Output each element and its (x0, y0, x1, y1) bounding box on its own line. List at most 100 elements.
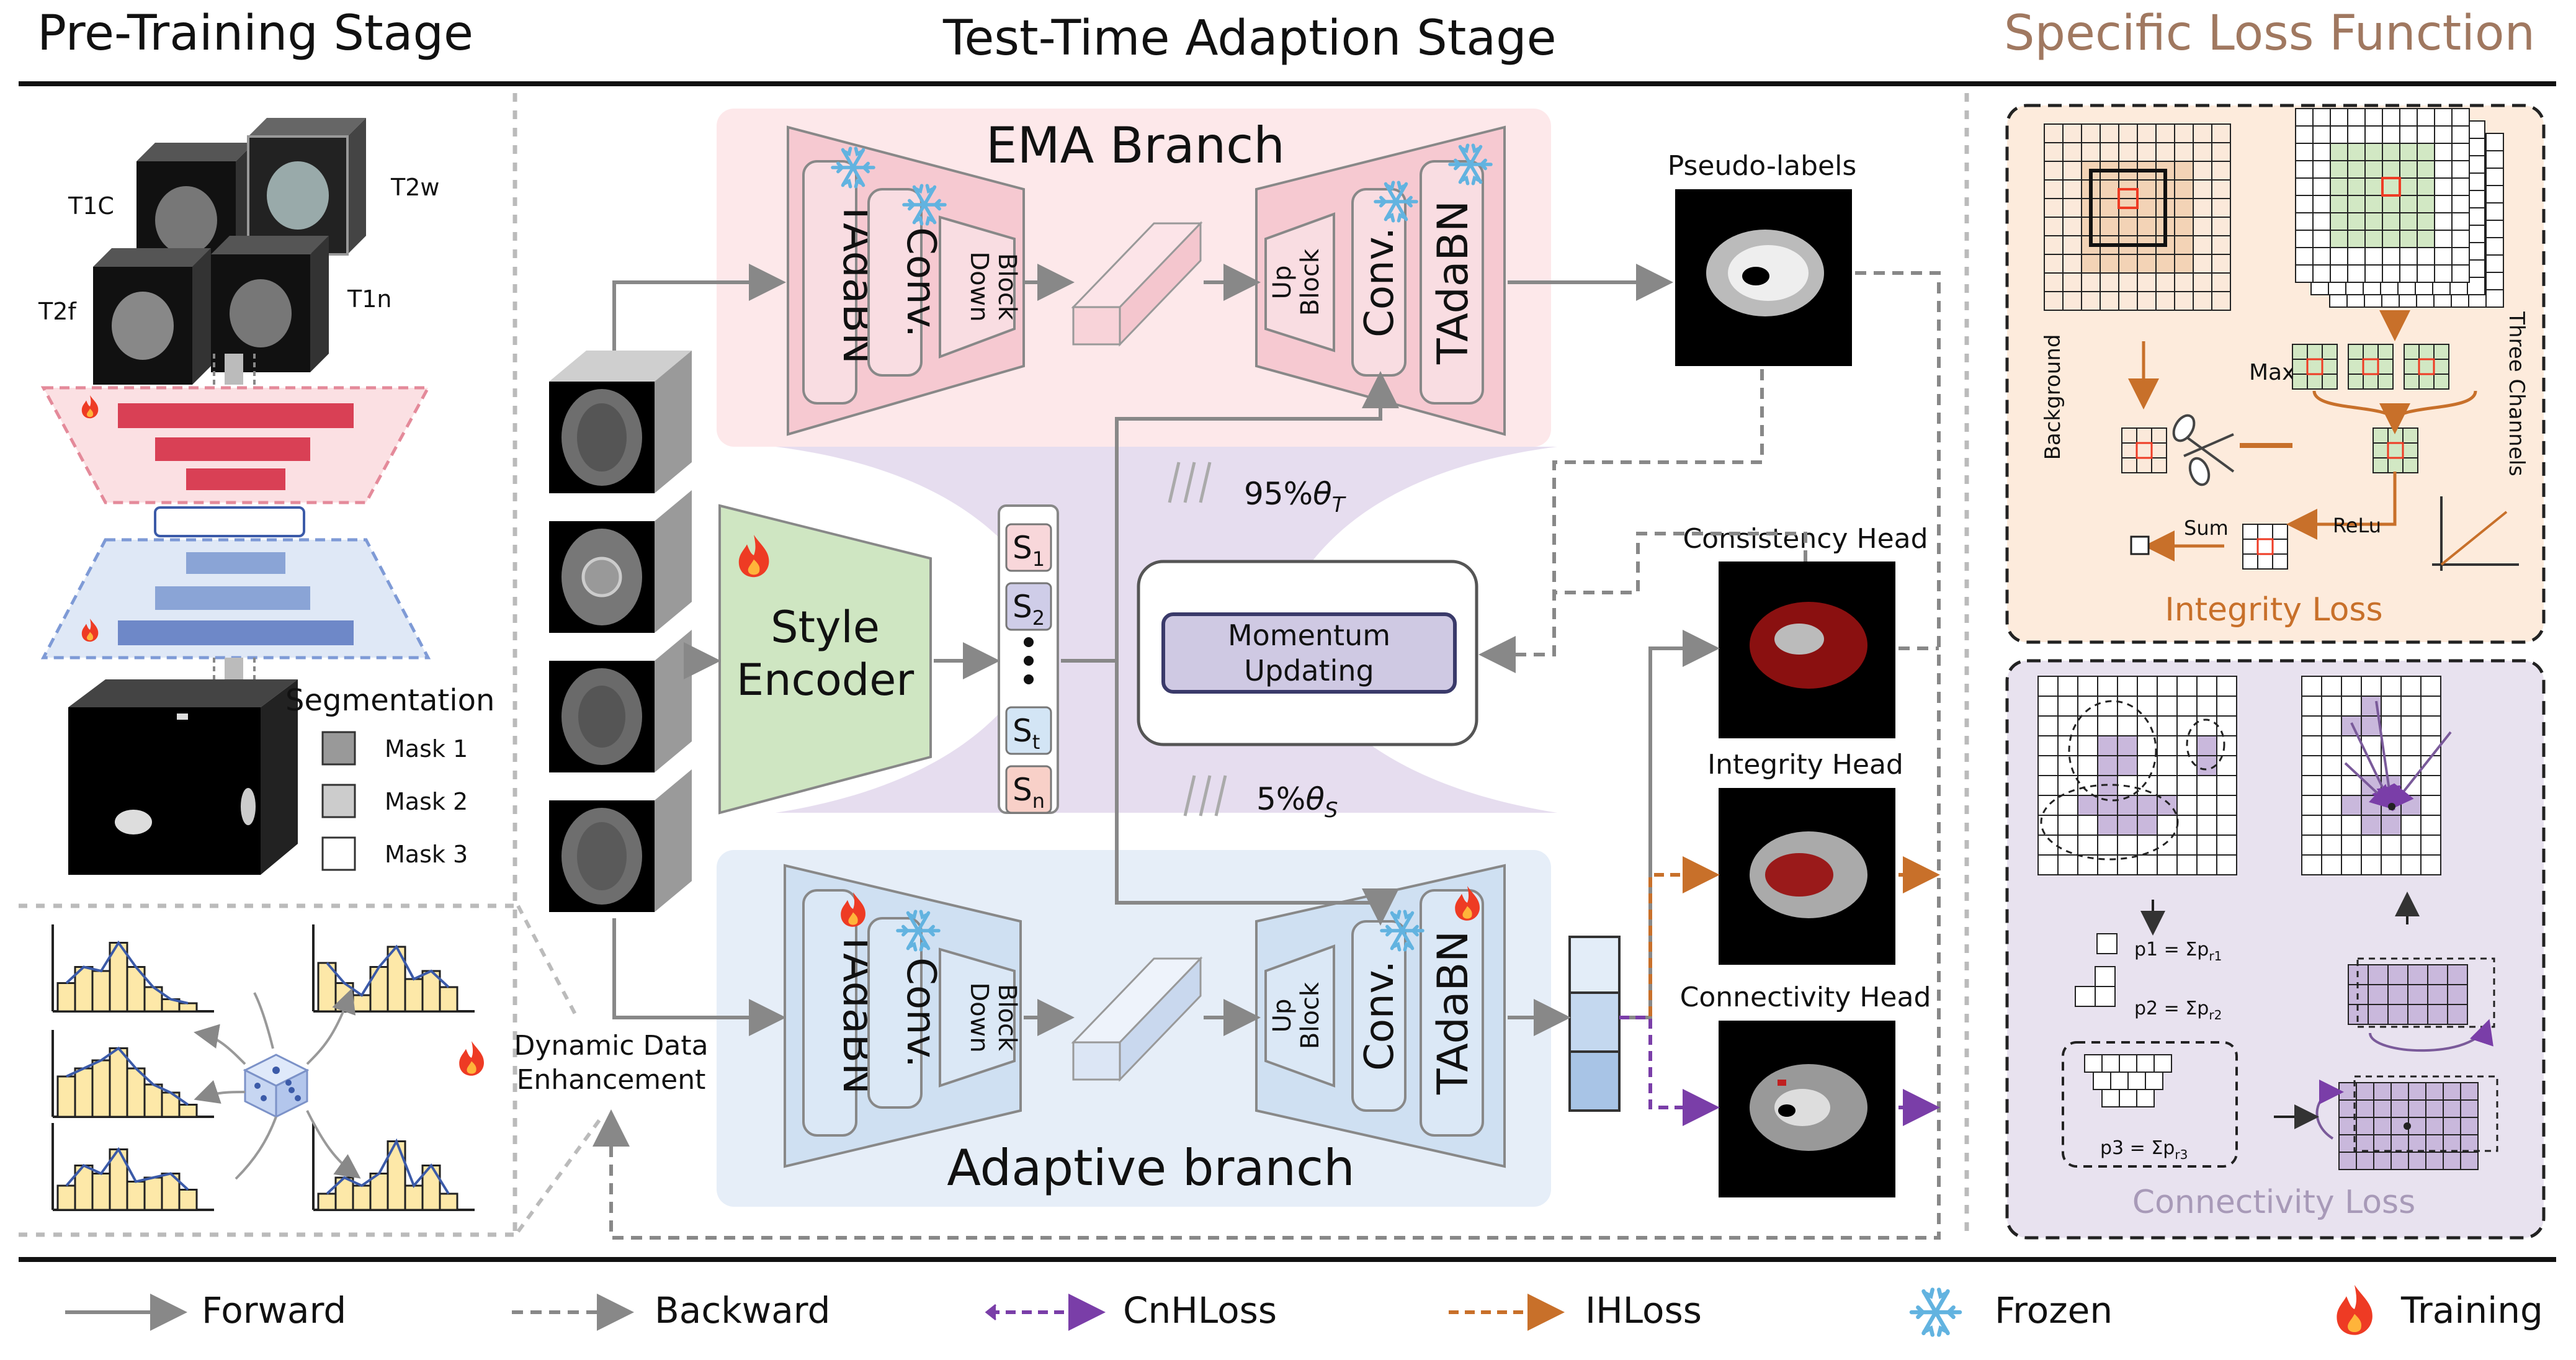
ema-conv-dec-label: Conv. (1357, 227, 1403, 338)
grid-cell (2417, 195, 2435, 213)
grid-cell (2399, 143, 2418, 161)
grid-cell (2382, 177, 2400, 196)
grid-cell (2485, 150, 2504, 169)
grid-cell (2368, 964, 2389, 985)
legend-forward: Forward (202, 1289, 346, 1331)
grid-cell (2408, 1117, 2426, 1135)
grid-cell (2460, 1099, 2479, 1118)
grid-cell (2301, 715, 2322, 736)
grid-cell (2037, 696, 2059, 717)
grid-cell (2137, 123, 2157, 143)
grid-cell (2451, 195, 2470, 213)
grid-cell (2485, 220, 2504, 238)
background-small-grid (2121, 427, 2167, 473)
grid-cell (2382, 143, 2400, 161)
grid-cell (2196, 755, 2217, 776)
grid-cell (2137, 815, 2158, 836)
grid-cell (2176, 775, 2198, 796)
grid-cell (2119, 1089, 2137, 1107)
grid-cell (2151, 442, 2167, 459)
grid-cell (2485, 202, 2504, 221)
grid-cell (2341, 834, 2362, 856)
shift-grid-bottom (2338, 1082, 2479, 1170)
grid-cell (2347, 108, 2366, 127)
grid-cell (2097, 834, 2118, 856)
grid-cell (2408, 1099, 2426, 1118)
grid-cell (2364, 230, 2383, 248)
grid-cell (2117, 696, 2138, 717)
backward-arrows (593, 271, 1941, 1240)
ema-up-block (1264, 212, 1335, 352)
grid-cell (2312, 143, 2331, 161)
adaptive-up-label-1: Up (1268, 999, 1297, 1033)
grid-cell (2399, 212, 2418, 231)
grid-cell (2044, 123, 2064, 143)
style-code-box (1005, 765, 1052, 814)
grid-cell (2292, 359, 2308, 375)
grid-cell (2373, 1134, 2392, 1153)
grid-cell (2312, 264, 2331, 283)
grid-cell (2404, 359, 2420, 375)
grid-cell (2062, 291, 2082, 311)
grid-cell (2341, 696, 2362, 717)
p3-shape-b (2093, 1071, 2163, 1090)
grid-cell (2075, 986, 2096, 1007)
grid-cell (2321, 676, 2342, 697)
grid-cell (2312, 230, 2331, 248)
background-label: Background (2041, 334, 2065, 460)
grid-cell (2137, 198, 2157, 218)
grid-cell (2077, 735, 2098, 756)
grid-cell (2373, 1082, 2392, 1101)
grid-cell (2312, 108, 2331, 127)
small-grids (2121, 344, 2449, 570)
grid-cell (2390, 1134, 2409, 1153)
modality-t2f: T2f (38, 298, 77, 325)
grid-cell (2242, 539, 2258, 555)
grid-cell (2467, 207, 2485, 226)
grid-cell (2193, 217, 2212, 236)
p3-dashed-box (2062, 1041, 2238, 1168)
grid-cell (2341, 815, 2362, 836)
grid-cell (2400, 715, 2422, 736)
grid-cell (2321, 854, 2342, 875)
grid-cell (2382, 212, 2400, 231)
grid-cell (2485, 289, 2504, 308)
bottleneck (154, 506, 305, 537)
grid-cell (2057, 696, 2078, 717)
grid-cell (2381, 854, 2402, 875)
grid-cell (2097, 676, 2118, 697)
ema-tadabn-enc (802, 160, 857, 405)
histogram-bar (56, 982, 76, 1013)
grid-cell (2434, 125, 2453, 144)
three-channels-label: Three Channels (2504, 311, 2529, 476)
grid-cell (2382, 125, 2400, 144)
grid-cell (2136, 427, 2152, 444)
grid-cell (2193, 235, 2212, 255)
grid-cell (2193, 254, 2212, 274)
grid-cell (2077, 755, 2098, 776)
grid-cell (2295, 108, 2314, 127)
grid-cell (2301, 815, 2322, 836)
grid-cell (2330, 212, 2348, 231)
style-code-box (1005, 523, 1052, 572)
grid-cell (2292, 374, 2308, 390)
grid-cell (2127, 1071, 2146, 1090)
grid-cell (2095, 966, 2116, 987)
grid-cell (2361, 676, 2382, 697)
grid-cell (2211, 291, 2231, 311)
segmentation-cube (68, 679, 298, 875)
connectivity-grids (2037, 676, 2498, 1170)
p1-shape (2096, 933, 2118, 954)
histogram (51, 1030, 214, 1118)
grid-cell (2193, 291, 2212, 311)
grid-cell (2400, 834, 2422, 856)
grid-cell (2077, 795, 2098, 816)
grid-cell (2216, 696, 2237, 717)
grid-cell (2381, 676, 2402, 697)
grid-cell (2381, 815, 2402, 836)
grid-cell (2118, 254, 2138, 274)
grid-cell (2037, 775, 2059, 796)
channel-grid-front (2295, 108, 2470, 283)
grid-cell (2136, 442, 2152, 459)
